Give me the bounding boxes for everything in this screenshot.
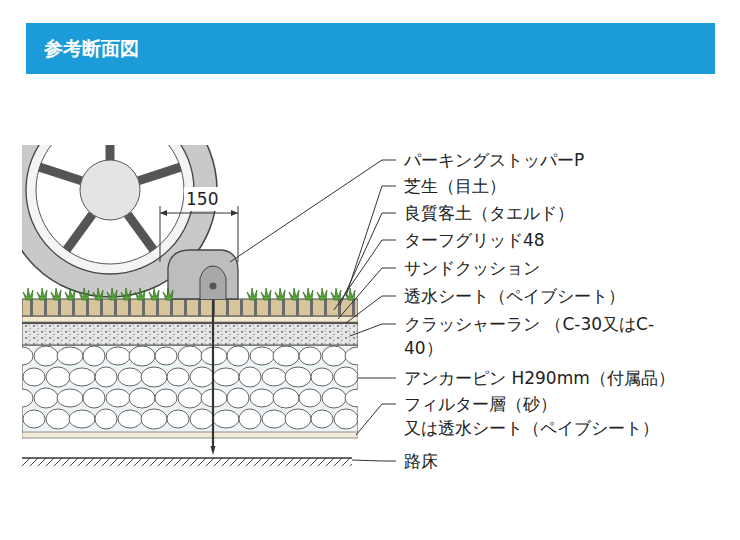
section-title: 参考断面図 xyxy=(44,34,139,62)
leader-line xyxy=(352,460,396,461)
leader-line xyxy=(358,378,396,379)
leader-line xyxy=(338,268,396,319)
leader-line xyxy=(356,404,396,435)
callout-label: サンドクッション xyxy=(404,256,540,280)
callout-label: ターフグリッド48 xyxy=(404,228,545,252)
leader-line xyxy=(340,213,396,305)
callout-label: クラッシャーラン （C-30又はC-40） xyxy=(404,312,676,360)
leader-line xyxy=(334,240,396,310)
leader-line xyxy=(346,296,396,323)
callout-label: 良質客土（タエルド） xyxy=(404,201,574,225)
leader-line xyxy=(346,186,396,296)
callout-label: アンカーピン H290mm（付属品） xyxy=(404,366,675,390)
callout-label: パーキングストッパーP xyxy=(404,148,584,172)
layers xyxy=(22,145,358,455)
callout-label: 芝生（目土） xyxy=(404,174,506,198)
callout-label: 路床 xyxy=(404,449,438,473)
callout-label: フィルター層（砂） 又は透水シート（ペイブシート） xyxy=(404,392,676,440)
leader-line xyxy=(230,160,396,262)
dimension-label: 150 xyxy=(184,187,220,211)
callout-label: 透水シート（ペイブシート） xyxy=(404,284,625,308)
leader-line xyxy=(350,324,396,336)
header-bar xyxy=(26,23,715,74)
